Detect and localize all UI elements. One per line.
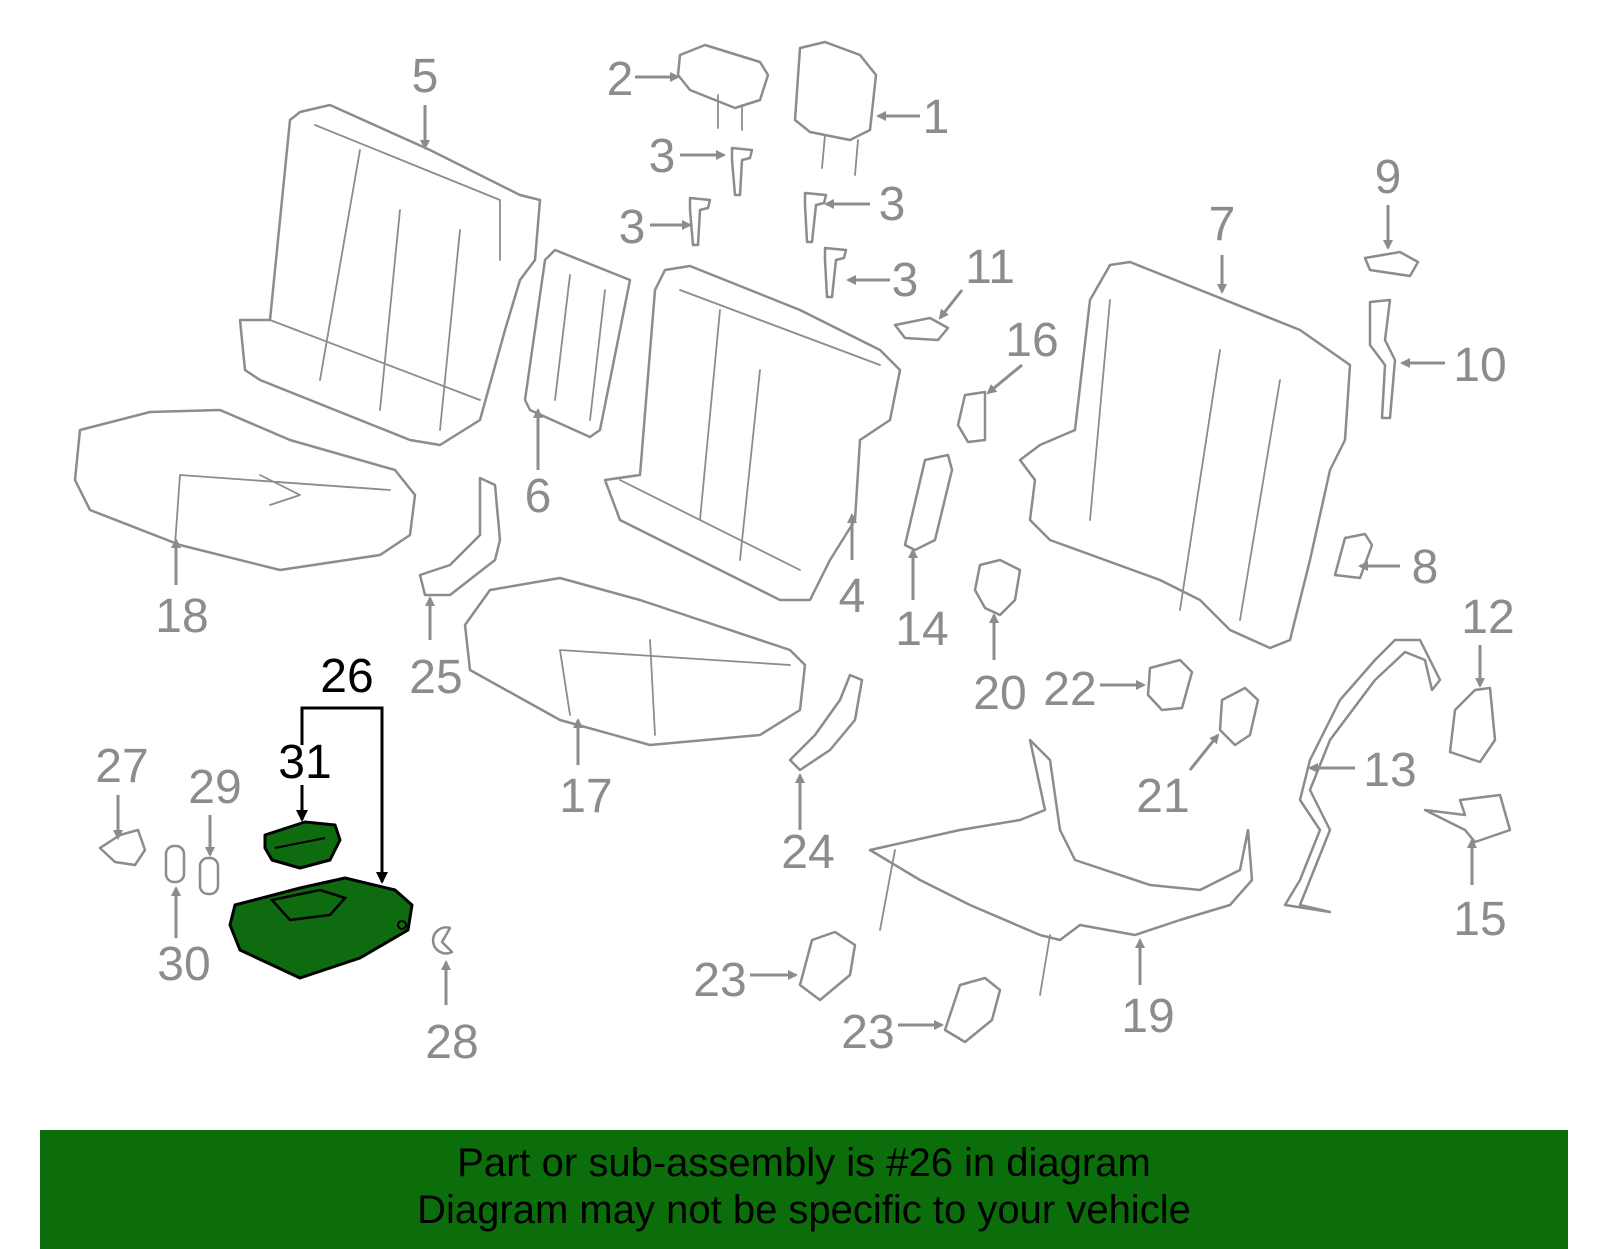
callout-26: 26 <box>320 650 373 703</box>
callout-7: 7 <box>1209 198 1236 251</box>
callout-12: 12 <box>1461 591 1514 644</box>
banner-line-2: Diagram may not be specific to your vehi… <box>417 1188 1191 1232</box>
callout-3d: 3 <box>892 254 919 307</box>
callout-24: 24 <box>781 826 834 879</box>
bracket-part-12 <box>1448 686 1497 764</box>
callout-18: 18 <box>155 590 208 643</box>
callout-21: 21 <box>1136 770 1189 823</box>
callout-25: 25 <box>409 651 462 704</box>
cap-part-30 <box>164 844 186 884</box>
bracket-part-20 <box>973 558 1022 617</box>
bracket-part-22 <box>1146 658 1194 712</box>
callout-31: 31 <box>278 736 331 789</box>
cover-part-14 <box>903 453 954 552</box>
armrest-part-26[interactable] <box>228 876 414 980</box>
seat-cushion-left-part-18 <box>73 408 417 572</box>
bracket-part-23-upper <box>798 930 857 1002</box>
cover-part-16 <box>956 390 987 444</box>
callout-3a: 3 <box>649 130 676 183</box>
callout-23a: 23 <box>693 954 746 1007</box>
callout-4: 4 <box>839 570 866 623</box>
back-panel-part-6 <box>523 248 632 439</box>
parts-diagram: 5 2 1 3 3 3 3 9 7 11 16 10 6 8 4 18 14 1… <box>73 40 1515 1069</box>
info-banner: Part or sub-assembly is #26 in diagram D… <box>40 1130 1568 1249</box>
callout-1: 1 <box>923 91 950 144</box>
callout-8: 8 <box>1412 541 1439 594</box>
clip-part-28 <box>431 926 454 955</box>
leader-lines <box>113 72 1485 1030</box>
bracket-part-21 <box>1218 686 1260 747</box>
banner-line-1: Part or sub-assembly is #26 in diagram <box>457 1141 1151 1185</box>
callout-2: 2 <box>607 53 634 106</box>
rod-part-10 <box>1368 298 1397 420</box>
plate-part-15 <box>1423 793 1512 844</box>
bracket-part-8 <box>1333 532 1374 580</box>
callout-29: 29 <box>188 761 241 814</box>
callout-3b: 3 <box>879 178 906 231</box>
latch-part-9 <box>1363 250 1420 278</box>
callout-16: 16 <box>1005 314 1058 367</box>
callout-5: 5 <box>412 50 439 103</box>
bracket-part-25 <box>418 476 502 597</box>
seat-back-center-part-4 <box>603 264 902 602</box>
callout-19: 19 <box>1121 990 1174 1043</box>
callout-13: 13 <box>1363 744 1416 797</box>
callout-20: 20 <box>973 667 1026 720</box>
callout-15: 15 <box>1453 893 1506 946</box>
callout-22: 22 <box>1043 663 1096 716</box>
callout-11: 11 <box>965 241 1015 294</box>
clip-part-11 <box>893 316 950 342</box>
callout-3c: 3 <box>619 201 646 254</box>
cap-part-29 <box>198 856 220 896</box>
callout-23b: 23 <box>841 1006 894 1059</box>
wire-frame-part-13 <box>1283 638 1442 914</box>
trim-part-24 <box>788 673 864 772</box>
callout-9: 9 <box>1375 151 1402 204</box>
callout-27: 27 <box>95 740 148 793</box>
cupholder-part-31[interactable] <box>263 820 342 870</box>
seat-frame-part-19 <box>868 738 1254 996</box>
guide-parts-3 <box>688 146 848 299</box>
callout-14: 14 <box>895 603 948 656</box>
seat-back-frame-part-7 <box>1018 260 1352 650</box>
seat-back-left-part-5 <box>238 103 542 447</box>
callout-28: 28 <box>425 1016 478 1069</box>
callout-10: 10 <box>1453 339 1506 392</box>
headrest-part-2 <box>676 43 770 131</box>
callout-30: 30 <box>157 938 210 991</box>
bracket-part-27 <box>98 828 147 867</box>
callout-17: 17 <box>559 770 612 823</box>
seat-cushion-center-part-17 <box>463 576 807 747</box>
headrest-part-1 <box>793 40 878 176</box>
callout-6: 6 <box>525 470 552 523</box>
bracket-part-23-lower <box>943 976 1002 1044</box>
